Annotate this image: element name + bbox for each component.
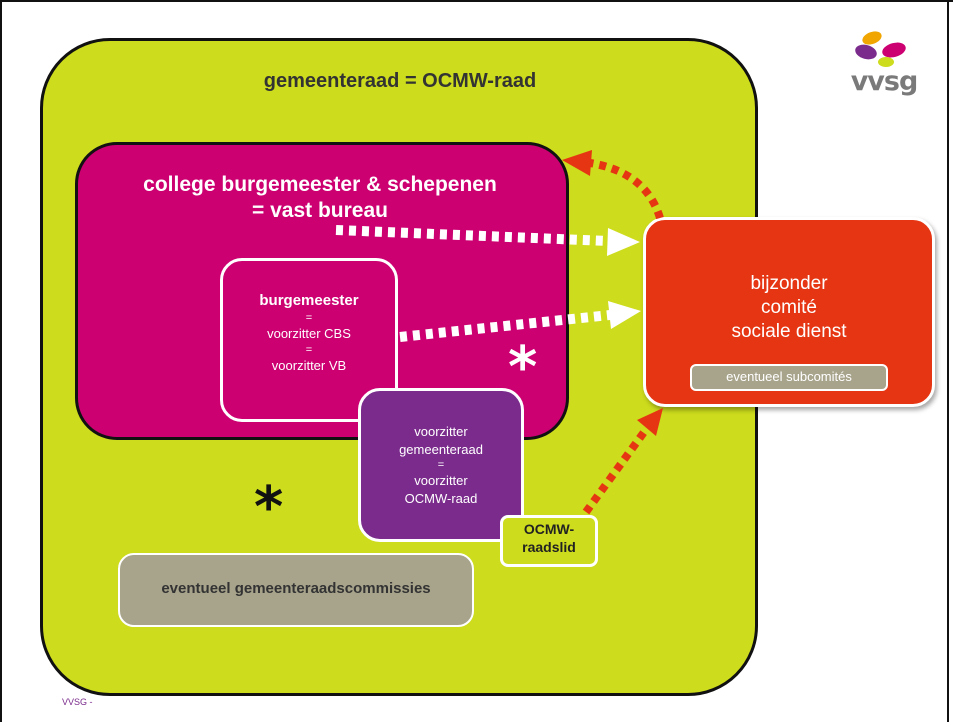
- burgemeester-line2: voorzitter VB: [271, 358, 347, 373]
- raadslid-box: [500, 515, 598, 567]
- college-title-line2: = vast bureau: [252, 199, 388, 222]
- burgemeester-title: burgemeester: [259, 292, 359, 309]
- comite-line2: comité: [761, 297, 817, 318]
- voorzitter-line3: voorzitter: [414, 473, 468, 488]
- voorzitter-text: voorzitter gemeenteraad = voorzitter OCM…: [361, 423, 521, 508]
- burgemeester-eq1: =: [305, 312, 313, 324]
- comite-line3: sociale dienst: [731, 321, 847, 342]
- voorzitter-line4: OCMW-raad: [404, 491, 478, 506]
- burgemeester-box: burgemeester = voorzitter CBS = voorzitt…: [220, 258, 398, 422]
- logo-petal-green: [878, 57, 894, 67]
- raadslid-line1: OCMW-: [523, 521, 575, 537]
- asterisk-white: *: [508, 335, 538, 400]
- vvsg-logo-text: vvsg: [850, 66, 919, 97]
- commissies-box: [118, 553, 474, 627]
- logo-petal-pink: [882, 42, 906, 58]
- raadslid-text: OCMW- raadslid: [500, 520, 598, 556]
- comite-line1: bijzonder: [750, 273, 828, 294]
- college-title: college burgemeester & schepenen = vast …: [90, 172, 550, 224]
- subcomites-label: eventueel subcomités: [726, 369, 852, 384]
- frame-top-line: [0, 0, 953, 2]
- raadslid-line2: raadslid: [522, 539, 576, 555]
- commissies-label: eventueel gemeenteraadscommissies: [161, 580, 431, 597]
- gemeenteraad-title: gemeenteraad = OCMW-raad: [263, 70, 537, 92]
- voorzitter-line2: gemeenteraad: [399, 442, 483, 457]
- footer-text: VVSG -: [62, 697, 93, 707]
- burgemeester-text: burgemeester = voorzitter CBS = voorzitt…: [223, 291, 395, 375]
- logo-petal-purple: [855, 44, 877, 60]
- asterisk-black: *: [254, 475, 284, 540]
- voorzitter-eq: =: [437, 459, 445, 471]
- comite-text: bijzonder comité sociale dienst: [643, 272, 935, 344]
- burgemeester-line1: voorzitter CBS: [267, 326, 351, 341]
- vvsg-logo: [855, 31, 906, 67]
- logo-petal-orange: [862, 31, 882, 45]
- voorzitter-line1: voorzitter: [414, 424, 468, 439]
- college-title-line1: college burgemeester & schepenen: [143, 173, 497, 196]
- voorzitter-box: voorzitter gemeenteraad = voorzitter OCM…: [358, 388, 524, 542]
- frame-right-line: [947, 0, 949, 722]
- burgemeester-eq2: =: [305, 344, 313, 356]
- subcomites-box: [690, 364, 888, 391]
- frame-left-line: [0, 0, 2, 722]
